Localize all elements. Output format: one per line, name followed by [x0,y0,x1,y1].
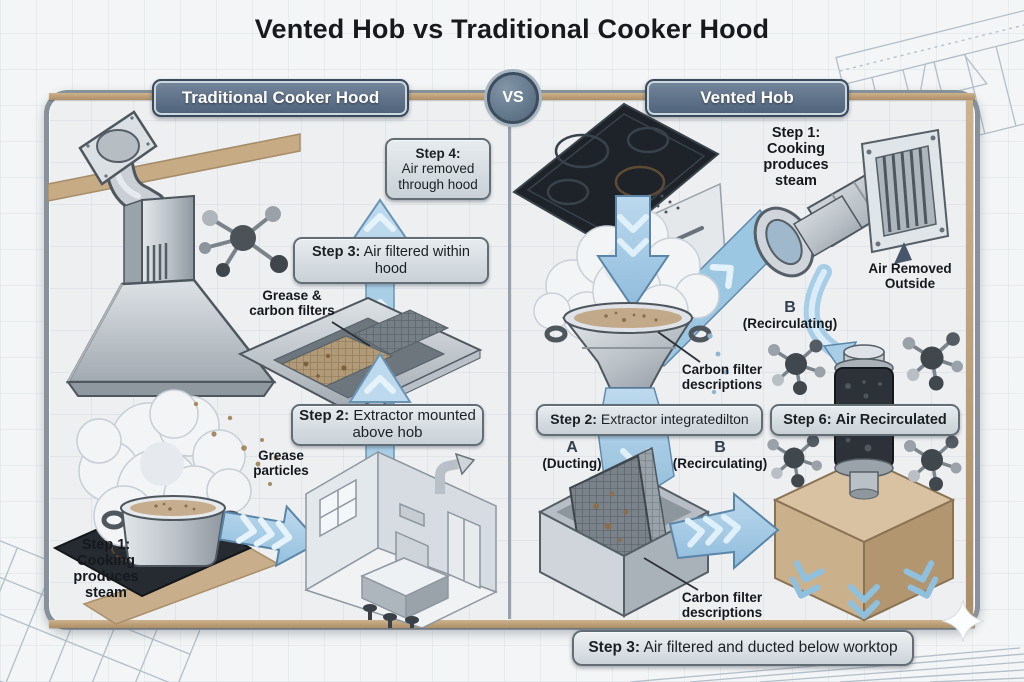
left-step2-prefix: Step 2: [299,407,350,425]
right-label-b-recirculating: B (Recirculating) [672,439,768,471]
cooker-hood-chimney-icon [65,194,277,397]
page-title: Vented Hob vs Traditional Cooker Hood [254,14,770,44]
right-label-b-top-letter: B [784,299,796,316]
hood-filter-underside-icon [237,296,483,421]
left-step2-text: Extractor mounted above hob [352,407,476,441]
right-step1-label: Cooking produces steam [763,140,829,189]
right-banner-prefix: Step 3: [588,639,641,656]
left-step1-label: Cooking produces steam [73,552,139,601]
right-step6-box: Step 6: Air Recirculated [770,404,960,436]
right-label-air-removed: Air Removed Outside [868,261,952,291]
airflow-arrow-right-icon [218,504,321,568]
right-label-b-sub: (Recirculating) [672,455,768,471]
filter-box-icon [537,446,711,618]
left-step4-text: Air removed through hood [398,161,478,192]
sparkle-icon [941,599,985,643]
label-pointer-line [643,557,699,591]
left-step1-text: Step 1: Cooking produces steam [64,537,148,602]
left-step3-prefix: Step 3: [312,244,361,261]
vs-badge-label: VS [502,89,524,106]
label-pointer-line [331,321,371,347]
kitchen-inset-icon [304,450,498,628]
right-panel-header: Vented Hob [645,79,849,117]
right-banner-text: Air filtered and ducted below worktop [643,639,898,656]
left-step3-text: Air filtered within hood [363,244,470,277]
right-label-a-sub: (Ducting) [542,455,602,471]
molecule-icon [199,206,288,277]
left-step3-box: Step 3: Air filtered within hood [293,237,489,284]
right-label-b-top-sub: (Recirculating) [742,315,838,331]
vs-badge: VS [487,72,539,124]
right-step1-text: Step 1: Cooking produces steam [754,125,838,190]
right-step2-box: Step 2: Extractor integratedilton [536,404,763,436]
left-step1-prefix: Step 1: [81,537,131,553]
worktop-cabinet-icon [772,456,956,622]
right-label-a-ducting: A (Ducting) [540,439,604,471]
right-step6-prefix: Step 6: [783,411,832,428]
cooking-pot-icon [101,495,243,567]
grease-particles-dots [193,401,279,486]
panel-divider [508,113,511,619]
left-panel-header: Traditional Cooker Hood [152,79,409,117]
right-label-carbon-filter-top: Carbon filter descriptions [681,362,763,392]
airflow-arrow-down-icon [596,195,670,310]
tan-accent-bar-bottom [49,620,975,628]
right-label-b-letter: B [714,439,726,456]
small-up-arrow-icon [894,242,912,264]
wall-vent-grille-icon [860,128,950,254]
right-illustration [512,102,965,622]
left-step2-box: Step 2: Extractor mounted above hob [291,404,484,446]
left-illustration [47,110,498,628]
left-label-grease-particles: Grease particles [253,448,309,478]
right-panel-header-label: Vented Hob [700,88,794,107]
right-label-b-recirculating-top: B (Recirculating) [736,299,844,331]
tan-accent-bar-right [966,100,973,620]
left-panel-header-label: Traditional Cooker Hood [181,88,380,107]
right-label-a-letter: A [566,439,578,456]
right-step3-banner: Step 3: Air filtered and ducted below wo… [572,630,914,666]
left-step4-box: Step 4: Air removed through hood [385,138,491,200]
right-step6-text: Air Recirculated [835,411,947,428]
left-label-grease-carbon-filters: Grease & carbon filters [249,288,335,318]
right-step2-text: Extractor integratedilton [600,411,749,428]
right-label-carbon-filter-bottom: Carbon filter descriptions [681,590,763,620]
left-step4-prefix: Step 4: [415,146,461,162]
airflow-arrow-right-icon [668,491,780,571]
right-step1-prefix: Step 1: [771,125,821,141]
right-step2-prefix: Step 2: [550,411,597,428]
label-pointer-line [657,331,701,363]
